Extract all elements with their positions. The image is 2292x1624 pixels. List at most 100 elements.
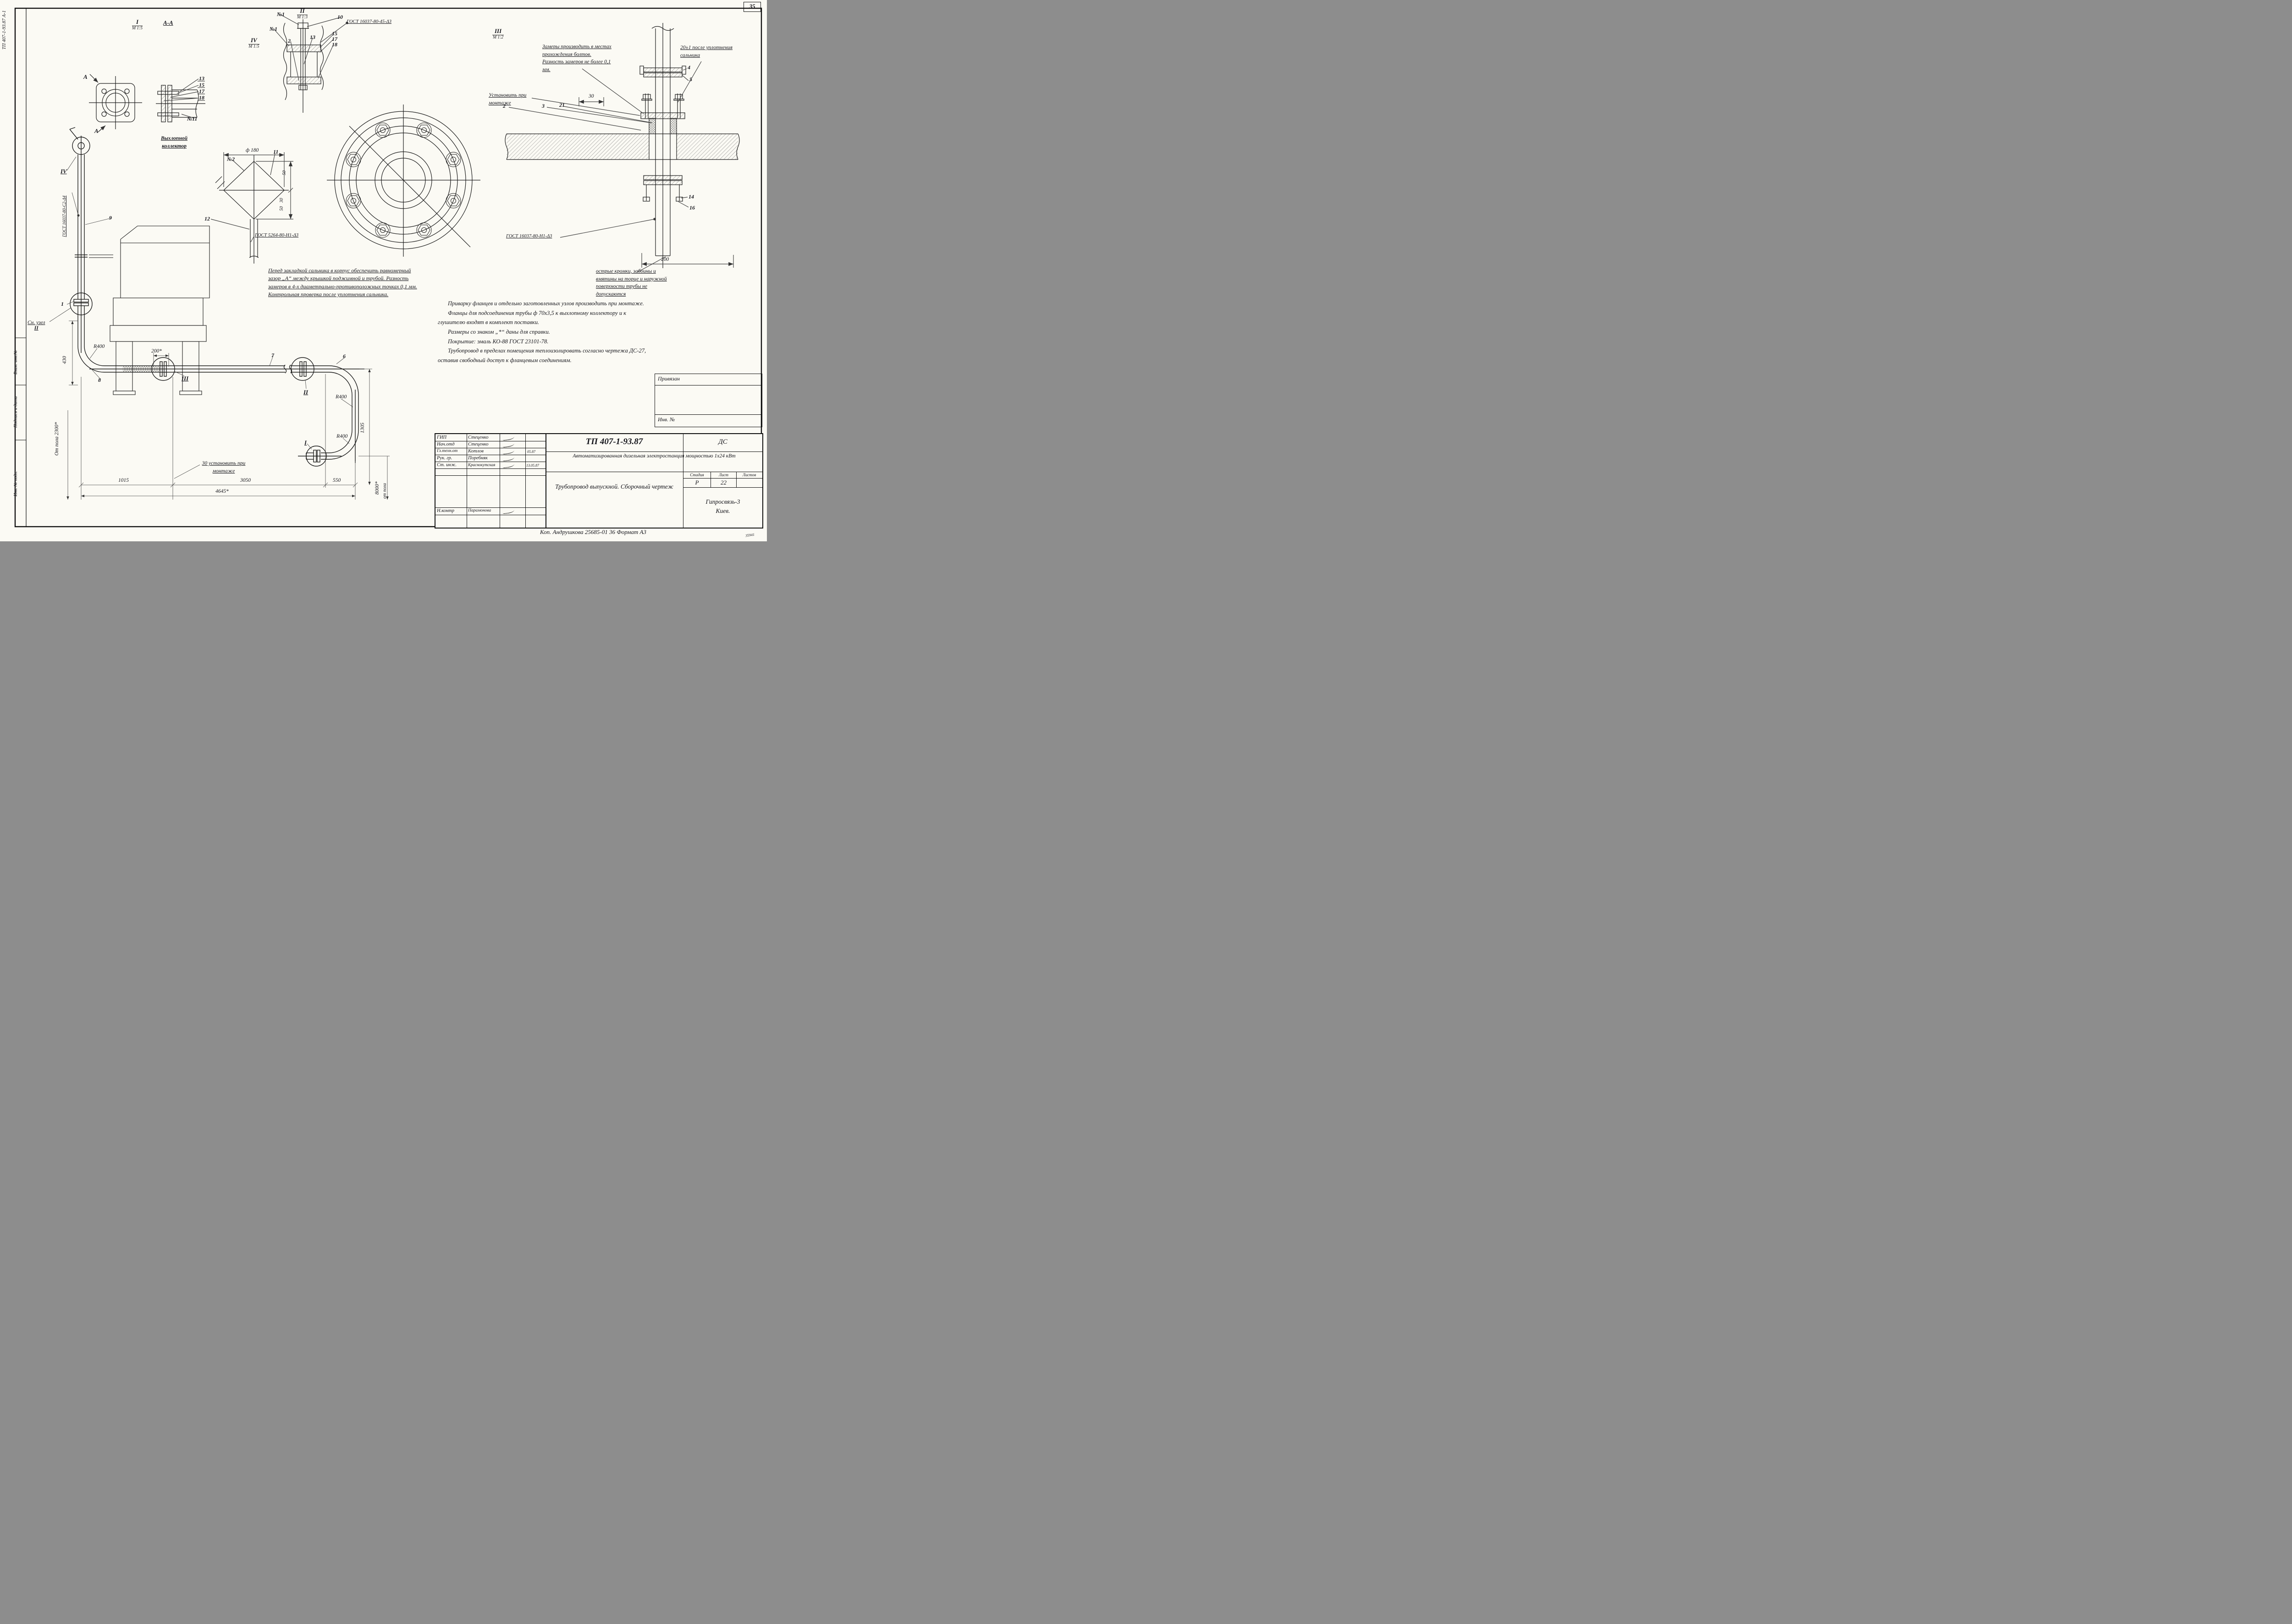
sig-name-5: Парамонова xyxy=(468,508,491,513)
pointer-view1: I xyxy=(304,439,307,446)
note-measure: Замеры производить в местах прохождения … xyxy=(542,44,612,73)
note-main3: Размеры со знаком „*“ даны для справки. xyxy=(448,328,550,335)
see-node-text: Сн. узел xyxy=(28,320,45,325)
refbox-divider-bottom xyxy=(655,414,762,415)
dim-4645: 4645* xyxy=(215,489,229,494)
gost-label-n1: ГОСТ 16037-80-Н1-Δ3 xyxy=(506,234,552,239)
view2-num: II xyxy=(297,7,308,15)
callout-12: 12 xyxy=(204,215,210,222)
sheets-label: Листов xyxy=(742,473,756,477)
callout-13b: 13 xyxy=(199,75,204,82)
sig-name-4: Краснокутская xyxy=(468,462,496,467)
callout-2b: 2 xyxy=(503,103,506,109)
general-notes: Приварку фланцев и отдельно заготовленны… xyxy=(438,299,649,365)
callout-w1a: №1 xyxy=(277,11,285,17)
pipe-assembly xyxy=(69,127,364,467)
sig-role-4: Ст. инж. xyxy=(437,462,457,468)
sig-name-1: Стеценко xyxy=(468,442,489,447)
organization: Гипросвязь-3 Киев. xyxy=(705,498,740,515)
note-install-mount: Установить при монтаже xyxy=(489,93,527,106)
title-block: ГИП Стеценко Нач.отд Стеценко Гл.техн.от… xyxy=(435,433,763,528)
note-main2: Фланцы для подсоединения трубы ф 70х3,5 … xyxy=(438,309,627,326)
section-aa xyxy=(156,78,205,122)
dim-r400c: R400 xyxy=(336,434,348,439)
dim-200: 200 xyxy=(661,257,669,262)
page-number-box: 35 xyxy=(744,2,761,12)
view2-label: II М 1:3 xyxy=(297,7,308,20)
dim-f180: ф 180 xyxy=(246,148,259,153)
signature-mark xyxy=(502,508,515,514)
view4-cap-detail xyxy=(210,152,293,264)
engine-outline xyxy=(89,226,210,395)
callout-15a: 15 xyxy=(332,30,337,37)
signature-mark xyxy=(502,462,515,468)
note-after-seal: 20±1 после уплотнения сальника xyxy=(680,45,733,58)
view2-stud-detail xyxy=(274,14,348,113)
sig-name-0: Стеценко xyxy=(468,435,489,440)
stage-label: Стадия xyxy=(690,473,704,477)
sheet-frame xyxy=(14,7,762,528)
callout-10: 10 xyxy=(337,14,343,20)
callout-7: 7 xyxy=(271,352,274,358)
page-number: 35 xyxy=(749,3,755,10)
note-seal-gap: Перед закладкой сальника в корпус обеспе… xyxy=(268,267,417,298)
signature-mark xyxy=(502,455,515,462)
callout-18a: 18 xyxy=(332,41,337,48)
gost-label-c2: ГОСТ 16037-80-С2-Δ4 xyxy=(62,195,67,237)
view1-num: I xyxy=(132,18,143,26)
refbox-top-label: Привязан xyxy=(658,375,680,382)
dim-50b: 50 xyxy=(279,206,284,211)
section-aa-label: А-А xyxy=(163,19,173,26)
gost-label-5264: ГОСТ 5264-80-Н1-Δ3 xyxy=(255,233,299,238)
callout-8: 8 xyxy=(98,377,101,383)
sig-role-3: Рук. гр. xyxy=(437,456,452,461)
drawing-sheet: 35 ТП 407-1-93.87 А-1 Взам. инв.№ Подпис… xyxy=(0,0,767,541)
format-note: Коп. Андрушкова 25685-01 36 Формат А3 xyxy=(540,528,646,535)
dim-r400b: R400 xyxy=(336,394,347,400)
dim-3050: 3050 xyxy=(240,478,251,483)
reference-box: Привязан Инв. № xyxy=(655,374,762,427)
sheet-label: Лист xyxy=(718,473,729,477)
sheet-value: 22 xyxy=(721,479,727,486)
doc-suffix: ДС xyxy=(718,438,727,446)
view3-label: III М 1:2 xyxy=(492,28,504,40)
callout-5: 5 xyxy=(689,76,692,83)
drawing-title: Трубопровод выпускной. Сборочный чертеж xyxy=(555,483,673,490)
callout-4: 4 xyxy=(688,64,690,71)
pointer-view2: II xyxy=(303,389,309,396)
stage-value: Р xyxy=(695,479,699,486)
side-doc-code: ТП 407-1-93.87 А-1 xyxy=(2,10,7,50)
dim-ot-pola: от пола xyxy=(382,483,387,499)
project-name: Автоматизированная дизельная электростан… xyxy=(573,453,736,459)
sig-name-3: Поребняк xyxy=(468,456,488,461)
note-main4: Покрытие: эмаль КО-88 ГОСТ 23101-78. xyxy=(448,338,549,345)
view4-num: IV xyxy=(248,37,259,44)
callout-16: 16 xyxy=(689,204,695,211)
side-strip-podpis: Подпись и дата xyxy=(13,396,18,428)
dim-8000: 8000* xyxy=(375,481,380,495)
dim-200s: 200* xyxy=(151,348,162,354)
arrow-a-bottom: А xyxy=(94,127,99,134)
pointer-view3: III xyxy=(182,375,189,382)
drawing-linework xyxy=(14,7,762,528)
callout-17b: 17 xyxy=(199,88,204,94)
callout-21: 21 xyxy=(559,102,565,108)
view3-num: III xyxy=(492,28,504,35)
note-main1: Приварку фланцев и отдельно заготовленны… xyxy=(448,300,644,307)
doc-number: ТП 407-1-93.87 xyxy=(585,437,643,446)
dim-30b: 30 xyxy=(589,94,594,99)
note-install-30: 30 установить при монтаже xyxy=(202,461,246,474)
callout-17a: 17 xyxy=(332,36,337,42)
callout-w11: №11 xyxy=(187,116,198,122)
dim-30a: 30 xyxy=(279,198,284,203)
callout-3: 3 xyxy=(542,103,545,109)
callout-9: 9 xyxy=(109,215,112,221)
callout-w2: №2 xyxy=(227,156,235,162)
callout-13a: 13 xyxy=(310,34,315,40)
dim-ot-pola-2300: От пола 2300* xyxy=(54,422,60,456)
view3-flange-face xyxy=(327,105,480,257)
dim-r400a: R400 xyxy=(94,344,105,349)
sig-role-5: Н.контр xyxy=(437,508,455,513)
sig-date-4: 13.05.87 xyxy=(526,463,539,468)
see-node-label: Сн. узел II xyxy=(28,320,45,331)
